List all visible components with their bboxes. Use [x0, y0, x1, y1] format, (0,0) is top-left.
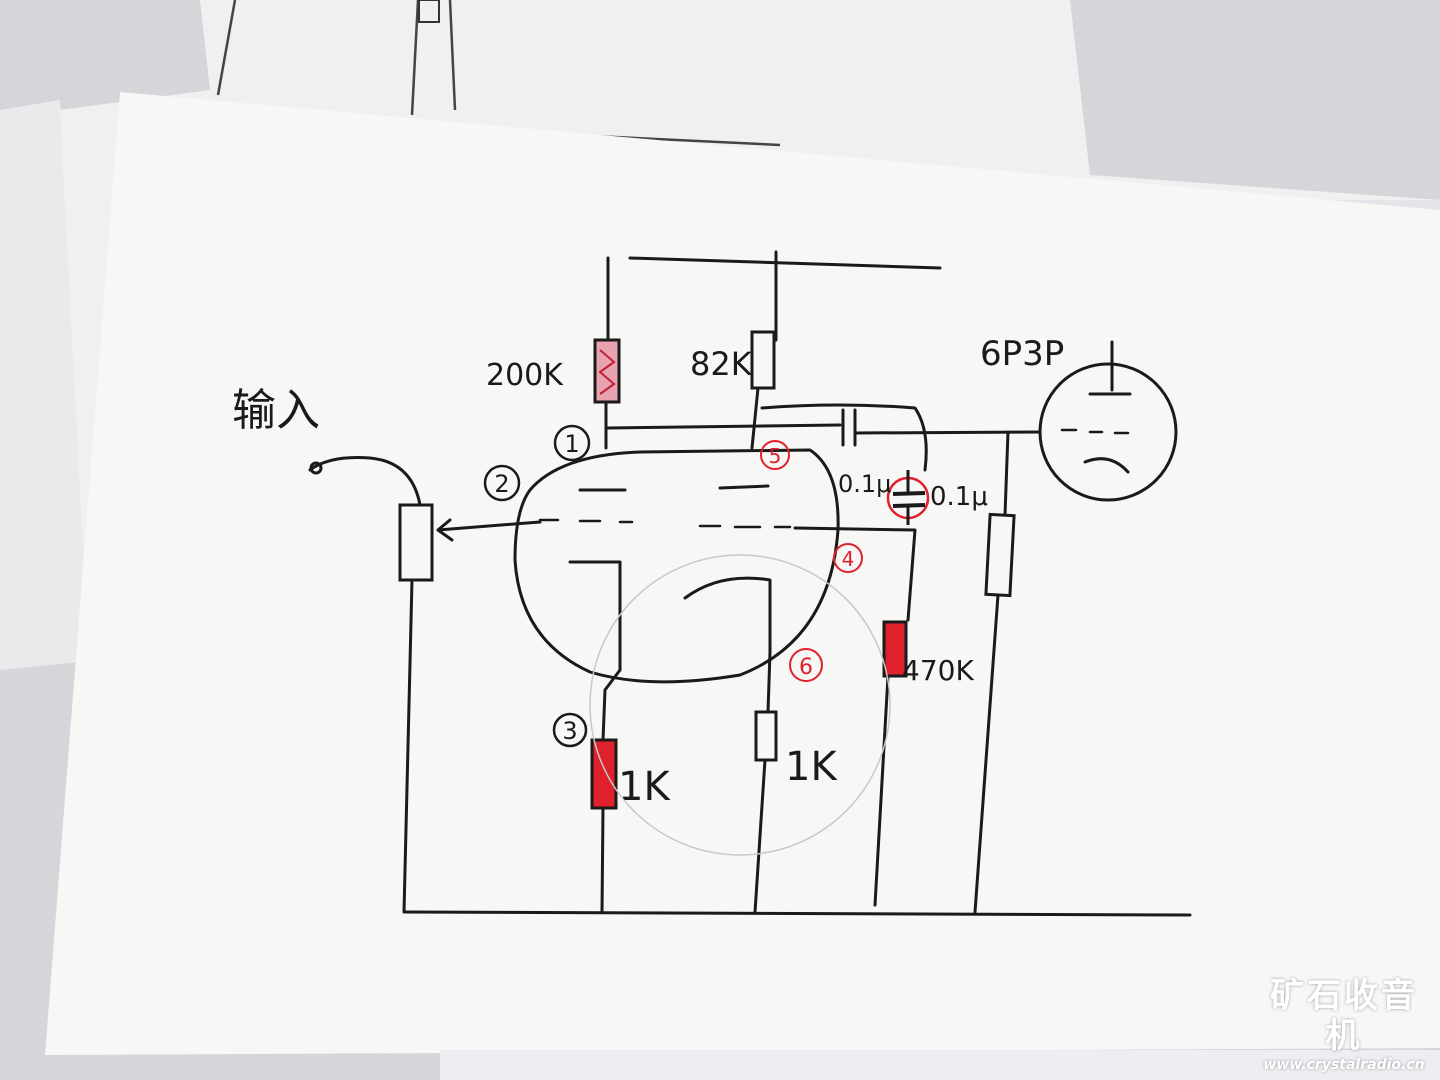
resistor-1k-cathode2 — [754, 710, 778, 762]
label-200k: 200K — [486, 358, 564, 393]
wire-1k-to-ground-1 — [600, 806, 605, 914]
capacitor-red — [886, 470, 930, 525]
label-470k: 470K — [902, 654, 974, 687]
label-input: 输入 — [232, 385, 320, 436]
plate2-symbol — [718, 484, 770, 490]
wire-6p3p-node-to-resistor — [1003, 430, 1010, 517]
6p3p-cathode — [1083, 457, 1130, 474]
potentiometer-body — [398, 503, 434, 582]
resistor-1k-cathode1 — [590, 738, 618, 810]
ground-rail — [403, 910, 1192, 917]
back-paper-line — [216, 0, 781, 147]
cathode1 — [568, 560, 622, 672]
wire-input — [308, 456, 422, 507]
watermark-url: www.crystalradio.cn — [1263, 1057, 1425, 1073]
label-cap-red: 0.1μ — [930, 482, 988, 512]
grid2-dashes — [698, 524, 792, 529]
6p3p-plate-lead — [1088, 340, 1132, 396]
6p3p-grid-dashes — [1060, 428, 1130, 435]
resistor-82k — [750, 330, 776, 390]
wire-plate1-horizontal — [606, 423, 842, 430]
wire-82k-to-plate2 — [750, 386, 760, 450]
wire-pot-to-ground — [402, 578, 414, 914]
6p3p-tube-envelope — [1038, 362, 1178, 502]
cathode2 — [683, 576, 772, 654]
wire-coupling-to-6p3p — [853, 430, 1042, 435]
label-6p3p: 6P3P — [980, 334, 1064, 374]
pencil-circle — [589, 554, 891, 856]
resistor-200k-scribble — [598, 349, 616, 395]
label-cap-top: 0.1μ — [838, 470, 891, 498]
pin-circle-6 — [789, 648, 823, 682]
label-82k: 82K — [690, 345, 753, 383]
pin-number-6: 6 — [799, 655, 813, 680]
wire-grid2-to-470k — [793, 526, 917, 622]
resistor-200k — [593, 338, 621, 404]
triode-envelope — [513, 448, 840, 684]
pot-wiper-arrow — [436, 518, 542, 542]
wire-cathode2-to-1k — [766, 650, 772, 714]
pin-number-3: 3 — [562, 717, 577, 745]
pin-circle-5 — [760, 440, 790, 470]
pin-number-4: 4 — [842, 547, 855, 571]
main-paper — [45, 92, 1440, 1055]
pin-circle-3 — [552, 712, 588, 748]
wire-1k-to-ground-2 — [753, 758, 767, 914]
pin-number-2: 2 — [494, 470, 509, 498]
resistor-6p3p-grid — [984, 512, 1016, 598]
bottom-paper-strip — [440, 1050, 1440, 1080]
site-watermark: 矿石收音机 www.crystalradio.cn — [1256, 976, 1432, 1074]
b-plus-rail — [628, 256, 942, 270]
pin-circle-4 — [833, 543, 863, 573]
wire-6p3p-resistor-to-ground — [973, 593, 1000, 914]
pin-number-5: 5 — [769, 444, 782, 468]
back-paper-left — [0, 100, 100, 670]
watermark-title: 矿石收音机 — [1270, 976, 1418, 1056]
label-1k-1: 1K — [618, 764, 671, 810]
resistor-470k — [882, 620, 908, 678]
pin-circle-2 — [483, 464, 521, 502]
wire-cathode1-to-1k — [601, 668, 622, 742]
grid1-dashes — [538, 518, 634, 524]
input-terminal — [309, 461, 323, 475]
label-1k-2: 1K — [785, 744, 838, 790]
pin-circle-1 — [553, 424, 591, 462]
back-paper-resistor — [418, 0, 440, 23]
pin-number-1: 1 — [564, 430, 579, 458]
wire-470k-to-ground — [873, 674, 890, 907]
wire-82k-loop — [760, 403, 928, 472]
